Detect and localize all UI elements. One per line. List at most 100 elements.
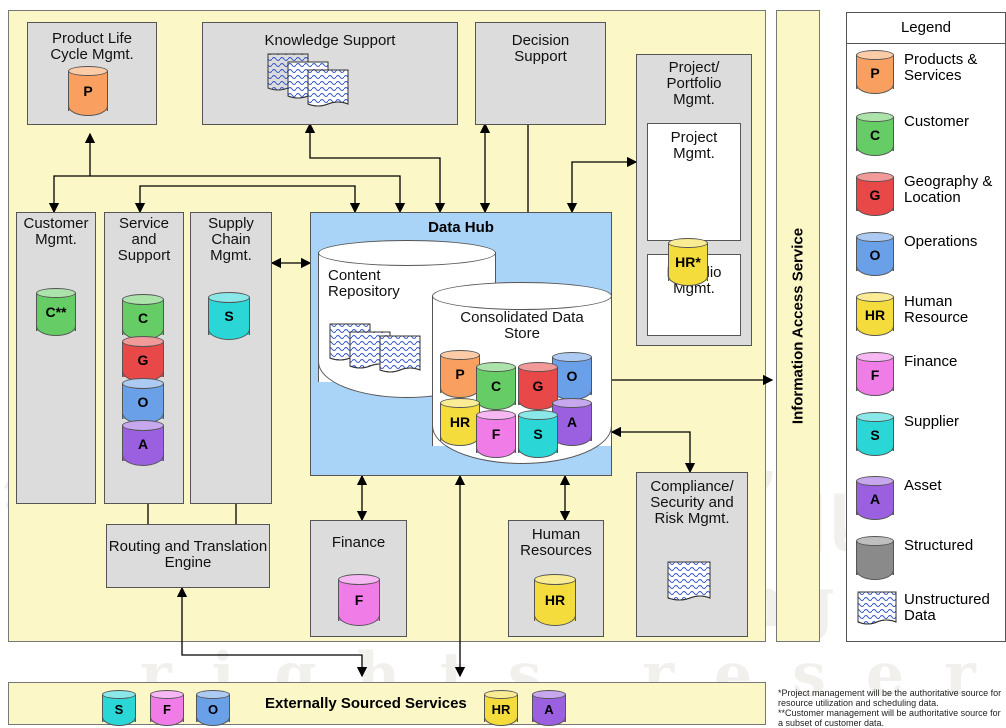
data-cylinder-a-icon: A [552, 398, 592, 446]
data-cylinder-hr-icon: HR [484, 690, 518, 726]
cylinder-letter: C** [45, 304, 67, 320]
footnote-project: *Project management will be the authorit… [778, 688, 1002, 708]
cylinder-letter: S [870, 427, 880, 443]
cylinder-letter: P [83, 83, 93, 99]
content-repository-label: Content Repository [328, 267, 400, 300]
data-cylinder-o-icon: O [122, 378, 164, 424]
cylinder-letter: HR [491, 702, 511, 717]
cylinder-letter: S [114, 702, 124, 717]
compliance-box: Compliance/ Security and Risk Mgmt. [636, 472, 748, 637]
cylinder-letter: O [207, 702, 219, 717]
cylinder-letter: P [870, 65, 880, 81]
cylinder-letter: G [532, 378, 544, 394]
cylinder-letter: HR [864, 307, 886, 323]
data-cylinder-p-icon: P [440, 350, 480, 398]
project-mgmt-box: Project Mgmt. [647, 123, 741, 241]
legend-label: Operations [904, 233, 978, 250]
legend-label: Finance [904, 353, 958, 370]
legend-cylinder-p-icon: P [856, 50, 894, 94]
cylinder-letter: A [869, 491, 881, 507]
compliance-document-icon [667, 561, 711, 601]
information-access-service-panel: Information Access Service [776, 10, 820, 642]
cylinder-letter: A [566, 414, 578, 430]
legend-label: Unstructured Data [904, 591, 990, 624]
content-documents-icon [329, 323, 421, 373]
cylinder-letter: F [870, 367, 880, 383]
legend-label: Human Resource [904, 293, 969, 326]
cylinder-letter: P [455, 366, 465, 382]
data-cylinder-a-icon: A [532, 690, 566, 726]
data-cylinder-hr-icon: HR [440, 398, 480, 446]
legend-unstructured-icon [857, 591, 897, 625]
supply-chain-box: Supply Chain Mgmt. [190, 212, 272, 504]
decision-support-label: Decision Support [511, 32, 570, 65]
legend-title: Legend [900, 19, 952, 36]
cylinder-letter: C [869, 127, 881, 143]
project-mgmt-label: Project Mgmt. [670, 129, 718, 162]
finance-label: Finance [331, 534, 386, 551]
cylinder-letter: F [354, 592, 364, 608]
data-cylinder-s-icon: S [208, 292, 250, 340]
legend-cylinder-a-icon: A [856, 476, 894, 520]
compliance-label: Compliance/ Security and Risk Mgmt. [650, 478, 734, 527]
data-cylinder-o-icon: O [552, 352, 592, 400]
data-cylinder-hr-icon: HR [534, 574, 576, 626]
routing-engine-box: Routing and Translation Engine [106, 524, 270, 588]
external-services-label: Externally Sourced Services [265, 695, 467, 712]
legend-label: Supplier [904, 413, 960, 430]
cylinder-letter: F [491, 426, 501, 442]
data-cylinder-f-icon: F [150, 690, 184, 726]
cylinder-letter: O [137, 394, 149, 410]
cylinder-letter: O [566, 368, 578, 384]
legend-label: Geography & Location [904, 173, 993, 206]
cylinder-letter: A [137, 436, 149, 452]
legend-cylinder-hr-icon: HR [856, 292, 894, 336]
data-cylinder-a-icon: A [122, 420, 164, 466]
data-cylinder-f-icon: F [476, 410, 516, 458]
cylinder-letter: C [490, 378, 502, 394]
legend-cylinder-o-icon: O [856, 232, 894, 276]
customer-mgmt-box: Customer Mgmt. [16, 212, 96, 504]
knowledge-documents-icon [267, 53, 349, 107]
cylinder-letter: A [544, 702, 554, 717]
cylinder-letter: G [137, 352, 149, 368]
data-cylinder-c-icon: C** [36, 288, 76, 336]
legend-cylinder-f-icon: F [856, 352, 894, 396]
legend-cylinder-s-icon: S [856, 412, 894, 456]
project-portfolio-label: Project/ Portfolio Mgmt. [666, 59, 722, 108]
data-hub-label: Data Hub [428, 219, 494, 236]
data-cylinder-p-icon: P [68, 66, 108, 116]
legend-structured-icon [856, 536, 894, 580]
supply-chain-label: Supply Chain Mgmt. [208, 215, 254, 264]
data-cylinder-hr-icon: HR* [668, 238, 708, 286]
decision-support-box: Decision Support [475, 22, 606, 125]
cylinder-letter: HR* [675, 254, 701, 270]
knowledge-support-label: Knowledge Support [264, 32, 396, 49]
legend-label: Structured [904, 537, 974, 554]
data-cylinder-s-icon: S [518, 410, 558, 458]
human-resources-label: Human Resources [520, 526, 592, 559]
product-life-cycle-label: Product Life Cycle Mgmt. [50, 30, 134, 63]
legend-label: Customer [904, 113, 970, 130]
data-cylinder-c-icon: C [476, 362, 516, 410]
cylinder-letter: F [163, 702, 171, 717]
cylinder-letter: S [533, 426, 543, 442]
legend-cylinder-c-icon: C [856, 112, 894, 156]
cylinder-letter: HR [449, 414, 471, 430]
legend-cylinder-g-icon: G [856, 172, 894, 216]
cylinder-letter: G [869, 187, 881, 203]
data-cylinder-g-icon: G [122, 336, 164, 382]
footnote-customer: **Customer management will be authoritat… [778, 708, 1001, 728]
customer-mgmt-label: Customer Mgmt. [23, 215, 89, 248]
data-cylinder-s-icon: S [102, 690, 136, 726]
project-portfolio-box: Project/ Portfolio Mgmt. Project Mgmt. P… [636, 54, 752, 346]
routing-engine-label: Routing and Translation Engine [108, 538, 268, 571]
legend-label: Products & Services [904, 51, 978, 84]
data-cylinder-f-icon: F [338, 574, 380, 626]
cylinder-letter: C [137, 310, 149, 326]
knowledge-support-box: Knowledge Support [202, 22, 458, 125]
data-cylinder-o-icon: O [196, 690, 230, 726]
data-cylinder-c-icon: C [122, 294, 164, 340]
service-support-label: Service and Support [117, 215, 171, 264]
